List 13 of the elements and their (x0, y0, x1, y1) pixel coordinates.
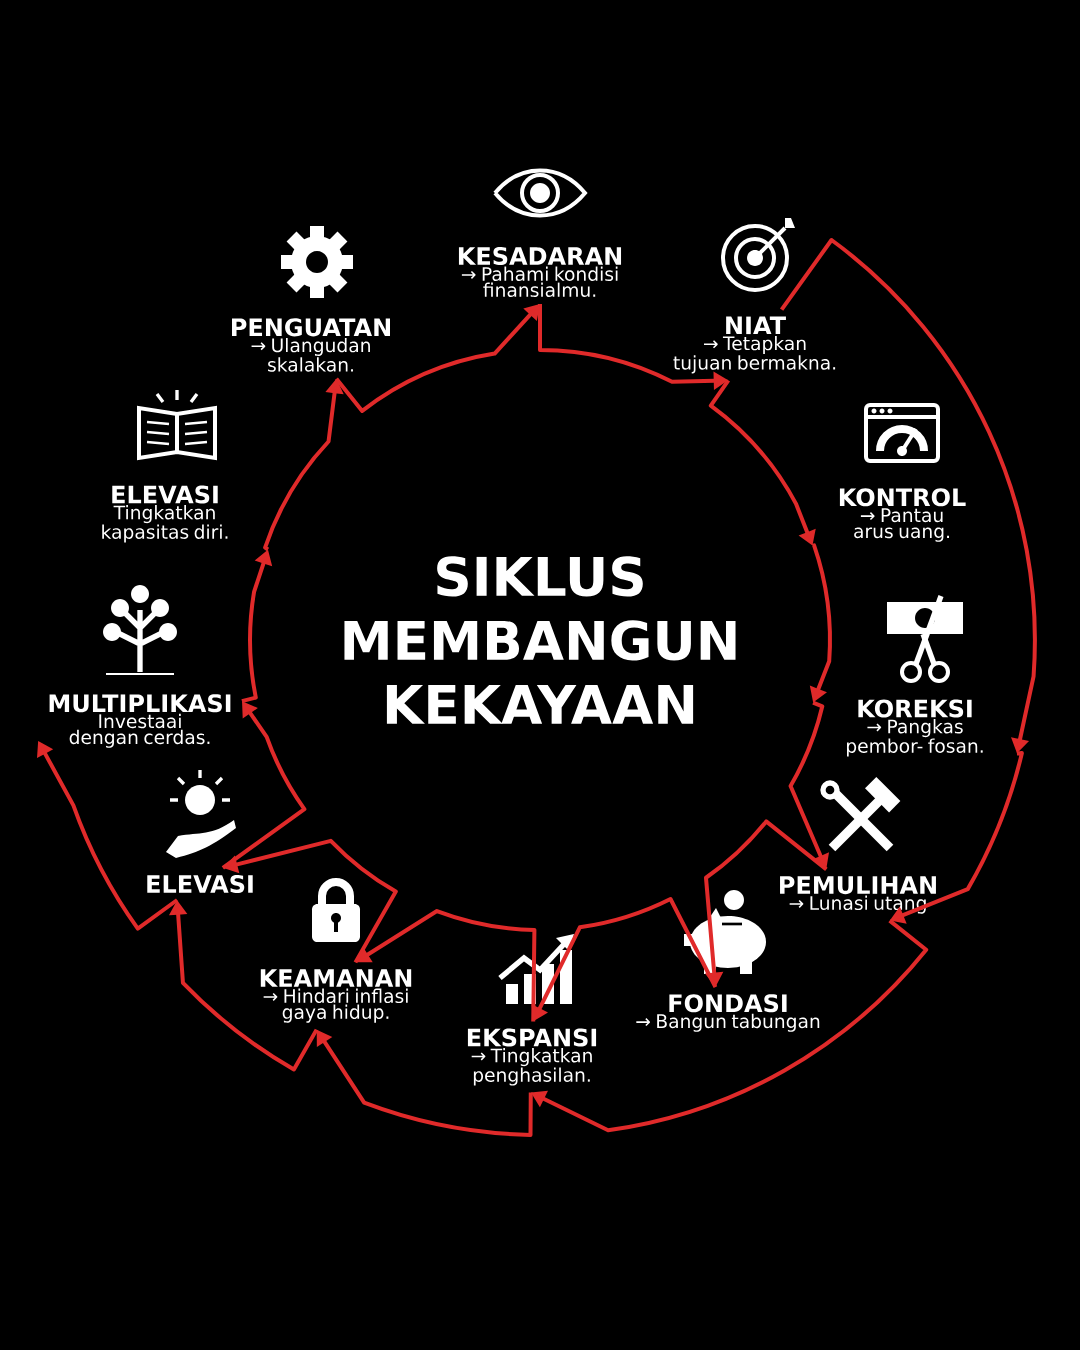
step-label: KONTROL → Pantau arus uang. (839, 488, 966, 542)
step-label: PENGUATAN → Ulangudan skalakan. (232, 318, 390, 372)
step-label: ELEVASI Tingkatkan kapasitas diri. (102, 485, 228, 543)
step-label: ELEVASI (147, 874, 253, 894)
step-label: MULTIPLIKASI Investaai dengan cerdas. (49, 694, 231, 748)
step-label: EKSPANSI → Tingkatkan penghasilan. (467, 1028, 597, 1086)
step-label: KESADARAN → Pahami kondisi finansialmu. (458, 246, 622, 298)
arrow (334, 304, 540, 413)
step-label: FONDASI → Bangun tabungan (636, 994, 820, 1032)
title: SIKLUS MEMBANGUN KEKAYAAN (344, 556, 736, 724)
step-label: KOREKSI → Pangkas pembor- fosan. (847, 699, 983, 757)
step-label: KEAMANAN → Hindari inflasi gaya hidup. (260, 969, 412, 1023)
step-label: NIAT → Tetapkan tujuan bermakna. (673, 316, 836, 374)
